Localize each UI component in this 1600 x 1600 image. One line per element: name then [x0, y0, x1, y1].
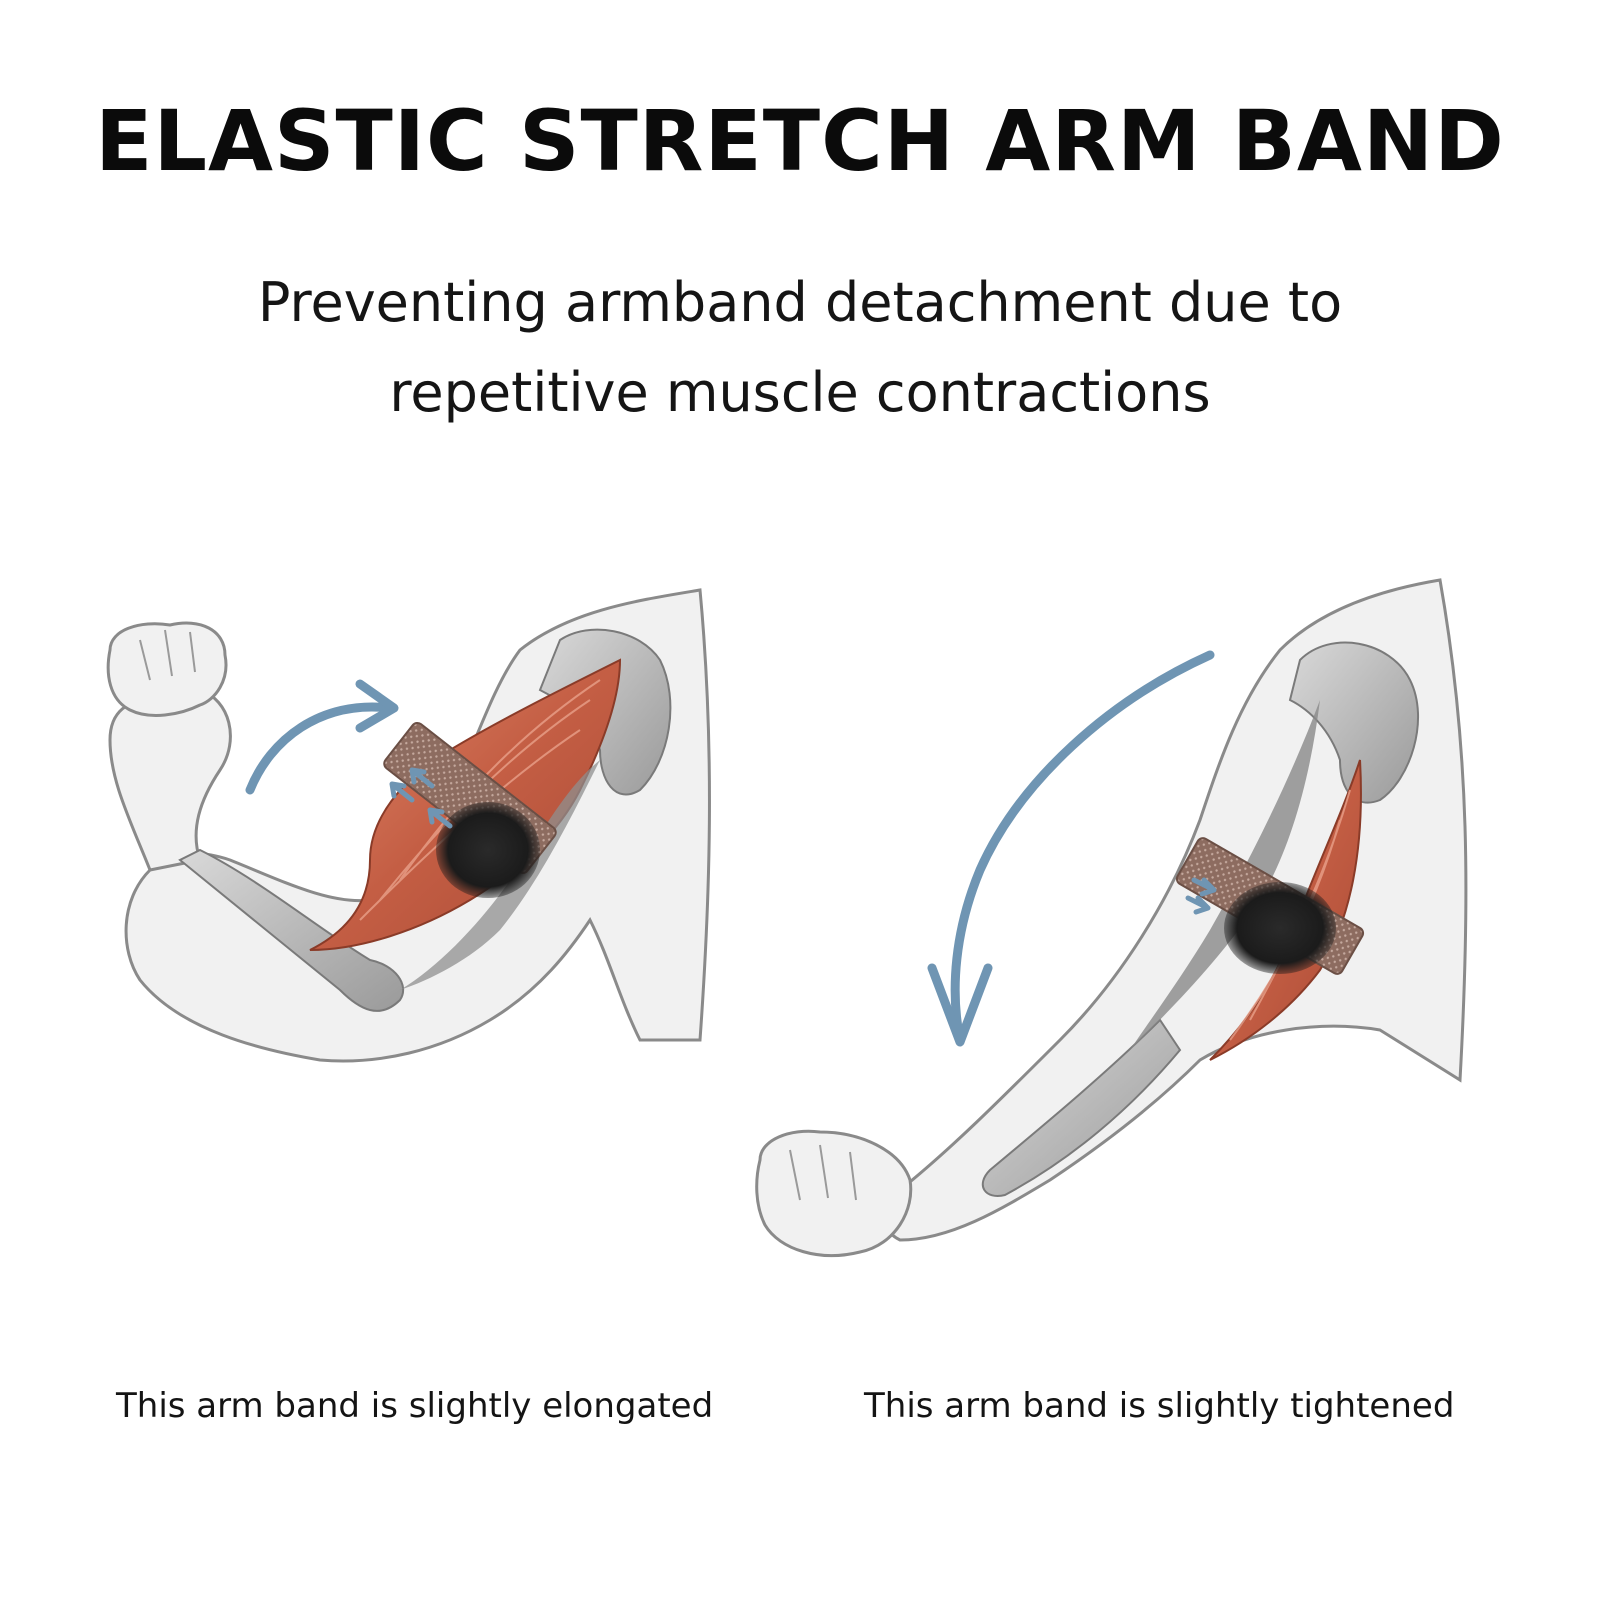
left-forearm-bones: [178, 848, 405, 1012]
right-panel-extended-arm: [755, 578, 1468, 1257]
right-shoulder-bone: [1288, 641, 1419, 804]
left-sensor: [436, 802, 540, 898]
arm-illustrations: [106, 578, 1468, 1257]
page-subtitle: Preventing armband detachment due to rep…: [257, 271, 1343, 424]
right-band-tighten-arrows: [1185, 877, 1217, 915]
caption-tightened: This arm band is slightly tightened: [864, 1386, 1455, 1426]
right-fist: [755, 1129, 913, 1257]
page-title: ELASTIC STRETCH ARM BAND: [95, 92, 1505, 190]
left-band-stretch-arrows: [389, 767, 453, 829]
left-panel-flexed-arm: [106, 588, 711, 1063]
right-sensor: [1224, 882, 1336, 974]
left-fist: [106, 621, 228, 717]
right-forearm-bones: [981, 1018, 1182, 1197]
curved-arrow-down-icon: [950, 650, 1215, 1045]
caption-elongated: This arm band is slightly elongated: [116, 1386, 714, 1426]
left-forearm-outline: [108, 688, 232, 872]
curved-arrow-up-right-icon: [245, 702, 395, 795]
